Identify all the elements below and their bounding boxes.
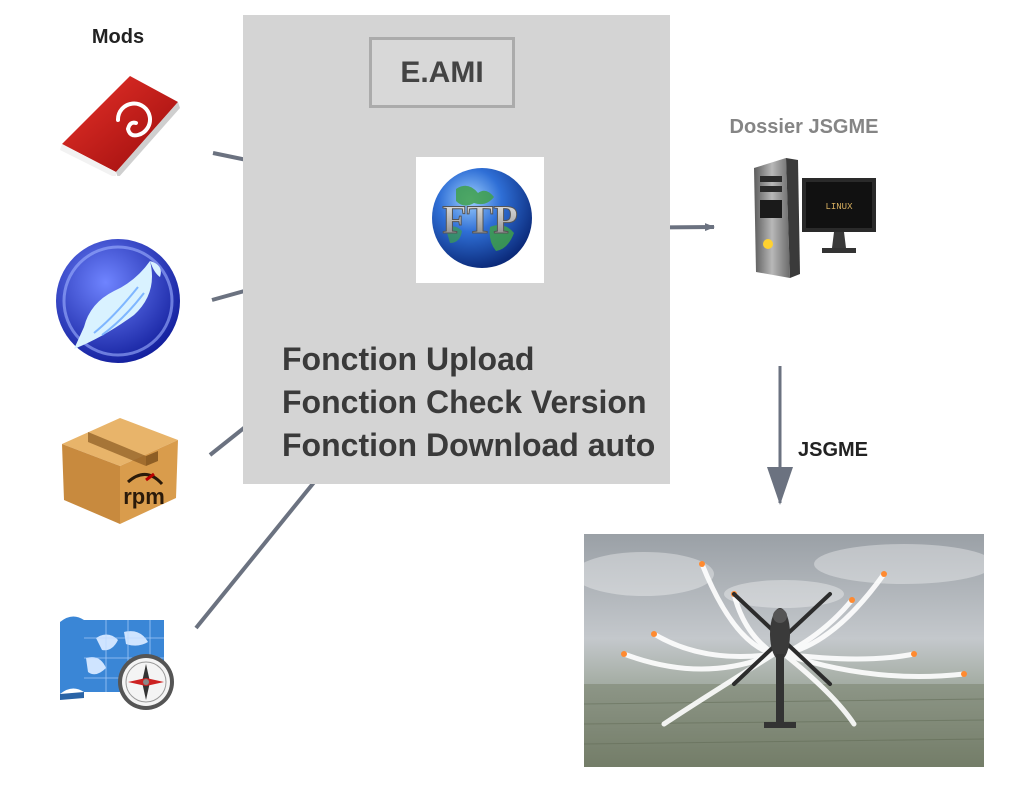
ftp-logo-text: FTP: [442, 197, 518, 242]
eami-title: E.AMI: [400, 55, 484, 89]
ftp-logo: FTP: [416, 157, 544, 283]
monitor-screen-text: LINUX: [825, 202, 853, 212]
function-download-auto: Fonction Download auto: [282, 427, 656, 463]
rpm-package-icon: rpm: [62, 418, 178, 524]
svg-text:rpm: rpm: [123, 484, 165, 509]
computer-tower-icon: LINUX: [754, 158, 876, 278]
map-compass-icon: [60, 616, 174, 710]
ftp-globe-icon: FTP: [432, 168, 532, 268]
helicopter-image: [584, 534, 984, 767]
debian-package-icon: [60, 76, 180, 176]
dossier-jsgme-label: Dossier JSGME: [729, 116, 879, 138]
jsgme-transfer-label: JSGME: [798, 439, 869, 461]
helicopter-photo: [584, 534, 984, 767]
eami-title-box: E.AMI: [369, 37, 515, 108]
seamonkey-icon: [56, 239, 180, 363]
function-upload: Fonction Upload: [282, 341, 535, 377]
mods-title: Mods: [91, 26, 145, 48]
function-check-version: Fonction Check Version: [282, 384, 647, 420]
